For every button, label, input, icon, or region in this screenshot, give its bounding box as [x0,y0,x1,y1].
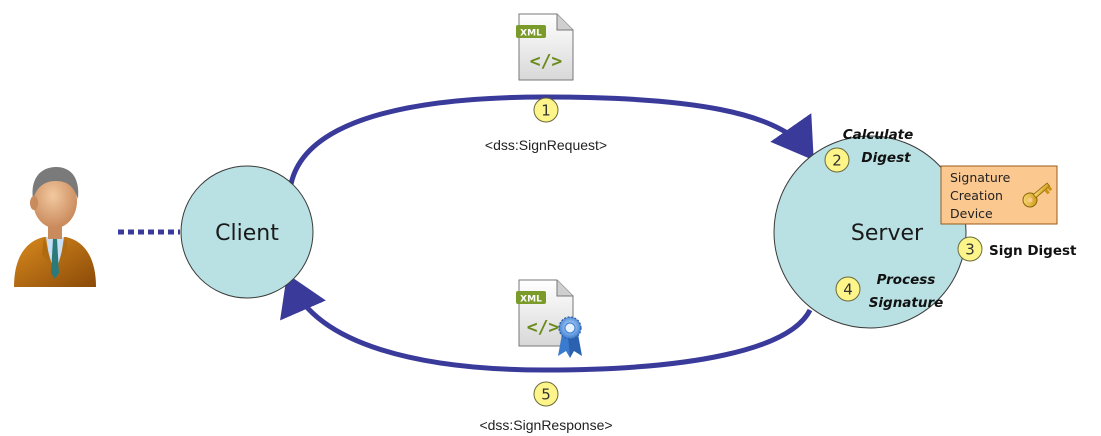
server-node: Server [773,135,967,329]
step-2-label-line1: Calculate [843,127,914,143]
step-1-number: 1 [541,102,551,120]
svg-text:</>: </> [527,317,560,338]
device-line3: Device [950,206,993,221]
step-3-number: 3 [965,241,975,259]
response-arrow [280,273,813,373]
step-2: 2 [824,147,850,173]
signed-xml-document-icon: XML </> [516,279,582,358]
step-2-number: 2 [832,152,842,170]
award-ribbon-icon [558,316,582,358]
step-4-label-line2: Signature [869,295,944,311]
xml-document-icon: XML </> [516,13,574,81]
step-4-number: 4 [843,281,853,299]
request-message-label: <dss:SignRequest> [485,137,607,153]
step-2-label-line2: Digest [861,150,911,166]
user-icon [14,167,96,287]
request-arrow [288,94,814,185]
signature-creation-device: Signature Creation Device [940,165,1058,225]
step-3-label: Sign Digest [989,243,1077,259]
client-node: Client [180,165,314,299]
step-5-number: 5 [541,386,551,404]
step-4: 4 [835,276,861,302]
device-line2: Creation [950,188,1003,203]
step-4-label-line1: Process [877,272,936,288]
request-xml-badge: XML [520,29,542,39]
step-5: 5 [533,381,559,407]
step-3: 3 [957,236,983,262]
response-message-label: <dss:SignResponse> [479,417,612,433]
client-label: Client [215,221,279,246]
step-1: 1 [533,97,559,123]
key-icon [1022,182,1053,208]
response-xml-badge: XML [520,295,542,305]
server-label: Server [851,221,924,246]
device-line1: Signature [950,170,1011,185]
svg-text:</>: </> [530,51,563,72]
